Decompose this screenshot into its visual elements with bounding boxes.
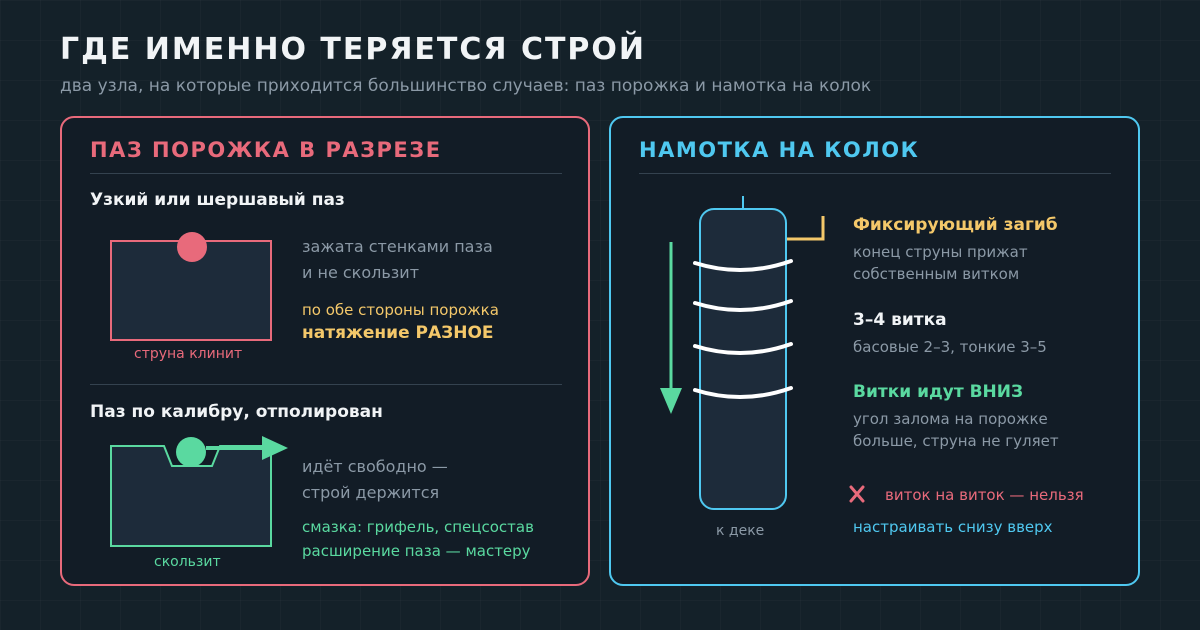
peg-body bbox=[699, 208, 787, 510]
locking-bend-line2: собственным витком bbox=[853, 265, 1020, 283]
winding-turn bbox=[693, 259, 793, 272]
page-title: ГДЕ ИМЕННО ТЕРЯЕТСЯ СТРОЙ bbox=[60, 32, 647, 67]
locking-bend-line1: конец струны прижат bbox=[853, 243, 1028, 261]
good-slot-caption: скользит bbox=[154, 554, 221, 570]
peg-diagram bbox=[660, 196, 865, 510]
page-subtitle: два узла, на которые приходится большинс… bbox=[60, 76, 872, 96]
peg-caption: к деке bbox=[716, 523, 765, 539]
locking-bend-mark bbox=[787, 216, 825, 241]
winding-turn bbox=[693, 386, 793, 399]
nut-slot-panel-title: ПАЗ ПОРОЖКА В РАЗРЕЗЕ bbox=[90, 138, 442, 162]
winding-turn bbox=[693, 299, 793, 312]
overlap-warning: виток на виток — нельзя bbox=[885, 486, 1084, 504]
locking-bend-heading: Фиксирующий загиб bbox=[853, 215, 1058, 235]
good-slot-tip-line2: расширение паза — мастеру bbox=[302, 542, 531, 560]
good-slot-tip-line1: смазка: грифель, спецсостав bbox=[302, 518, 534, 536]
peg-winding-panel-title: НАМОТКА НА КОЛОК bbox=[639, 138, 920, 162]
winding-turn bbox=[693, 342, 793, 355]
section-divider bbox=[90, 384, 562, 385]
bad-slot-warning-line1: по обе стороны порожка bbox=[302, 301, 499, 319]
bad-slot-caption: струна клинит bbox=[134, 346, 243, 362]
good-slot-desc-line1: идёт свободно — bbox=[302, 457, 448, 476]
bad-slot-string-circle bbox=[177, 232, 207, 262]
panel-divider bbox=[639, 173, 1111, 174]
turns-down-line2: больше, струна не гуляет bbox=[853, 432, 1059, 450]
bad-slot-heading: Узкий или шершавый паз bbox=[90, 190, 345, 210]
good-slot-desc-line2: строй держится bbox=[302, 483, 440, 502]
tuning-tip: настраивать снизу вверх bbox=[853, 518, 1053, 536]
turns-down-line1: угол залома на порожке bbox=[853, 410, 1048, 428]
panel-divider bbox=[90, 173, 562, 174]
bad-slot-desc-line2: и не скользит bbox=[302, 263, 420, 282]
turns-count-heading: 3–4 витка bbox=[853, 310, 947, 330]
turns-down-heading: Витки идут ВНИЗ bbox=[853, 382, 1024, 402]
peg-winding-panel: НАМОТКА НА КОЛОК к деке Фиксирующий заги… bbox=[609, 116, 1140, 586]
bad-slot-diagram bbox=[110, 232, 272, 341]
bad-slot-warning-line2: натяжение РАЗНОЕ bbox=[302, 323, 494, 343]
good-slot-diagram bbox=[110, 436, 288, 547]
nut-slot-panel: ПАЗ ПОРОЖКА В РАЗРЕЗЕ Узкий или шершавый… bbox=[60, 116, 590, 586]
cross-icon bbox=[849, 485, 865, 503]
turns-count-line1: басовые 2–3, тонкие 3–5 bbox=[853, 338, 1047, 356]
good-slot-string-circle bbox=[176, 437, 206, 467]
bad-slot-desc-line1: зажата стенками паза bbox=[302, 237, 493, 256]
good-slot-heading: Паз по калибру, отполирован bbox=[90, 402, 383, 422]
slide-arrow-head bbox=[262, 436, 288, 460]
down-arrow-head bbox=[660, 388, 682, 414]
